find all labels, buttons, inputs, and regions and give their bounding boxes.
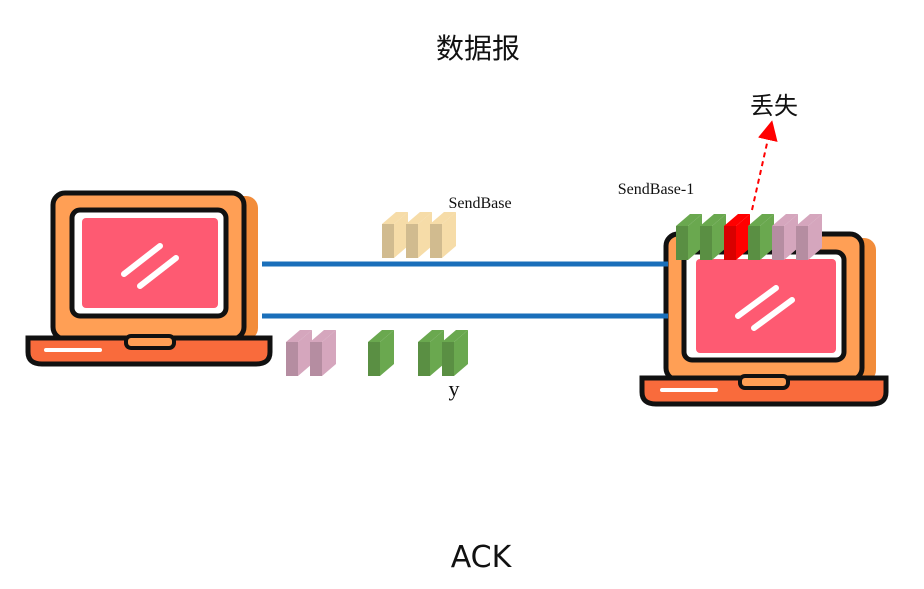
left-laptop-icon (25, 190, 273, 367)
ack-packet (310, 330, 336, 376)
datagram-packet (406, 212, 432, 258)
buffered-packet (748, 214, 774, 260)
ack-label: ACK (451, 540, 513, 575)
buffered-packet (772, 214, 798, 260)
send-base-label: SendBase (448, 195, 511, 212)
buffered-packet (700, 214, 726, 260)
ack-packet (286, 330, 312, 376)
ack-packets (286, 330, 468, 376)
y-label: y (449, 376, 460, 401)
datagram-packet (430, 212, 456, 258)
ack-packet (442, 330, 468, 376)
right-laptop-icon (639, 231, 889, 407)
ack-packet (418, 330, 444, 376)
lost-arrow (751, 120, 778, 211)
datagram-packets (382, 212, 456, 258)
lost-packet (724, 214, 750, 260)
send-base-minus-1-label: SendBase-1 (618, 181, 694, 198)
receiver-buffer-packets (676, 214, 822, 260)
datagram-packet (382, 212, 408, 258)
lost-label: 丢失 (750, 92, 798, 120)
ack-packet (368, 330, 394, 376)
buffered-packet (796, 214, 822, 260)
buffered-packet (676, 214, 702, 260)
datagram-label: 数据报 (436, 32, 520, 65)
